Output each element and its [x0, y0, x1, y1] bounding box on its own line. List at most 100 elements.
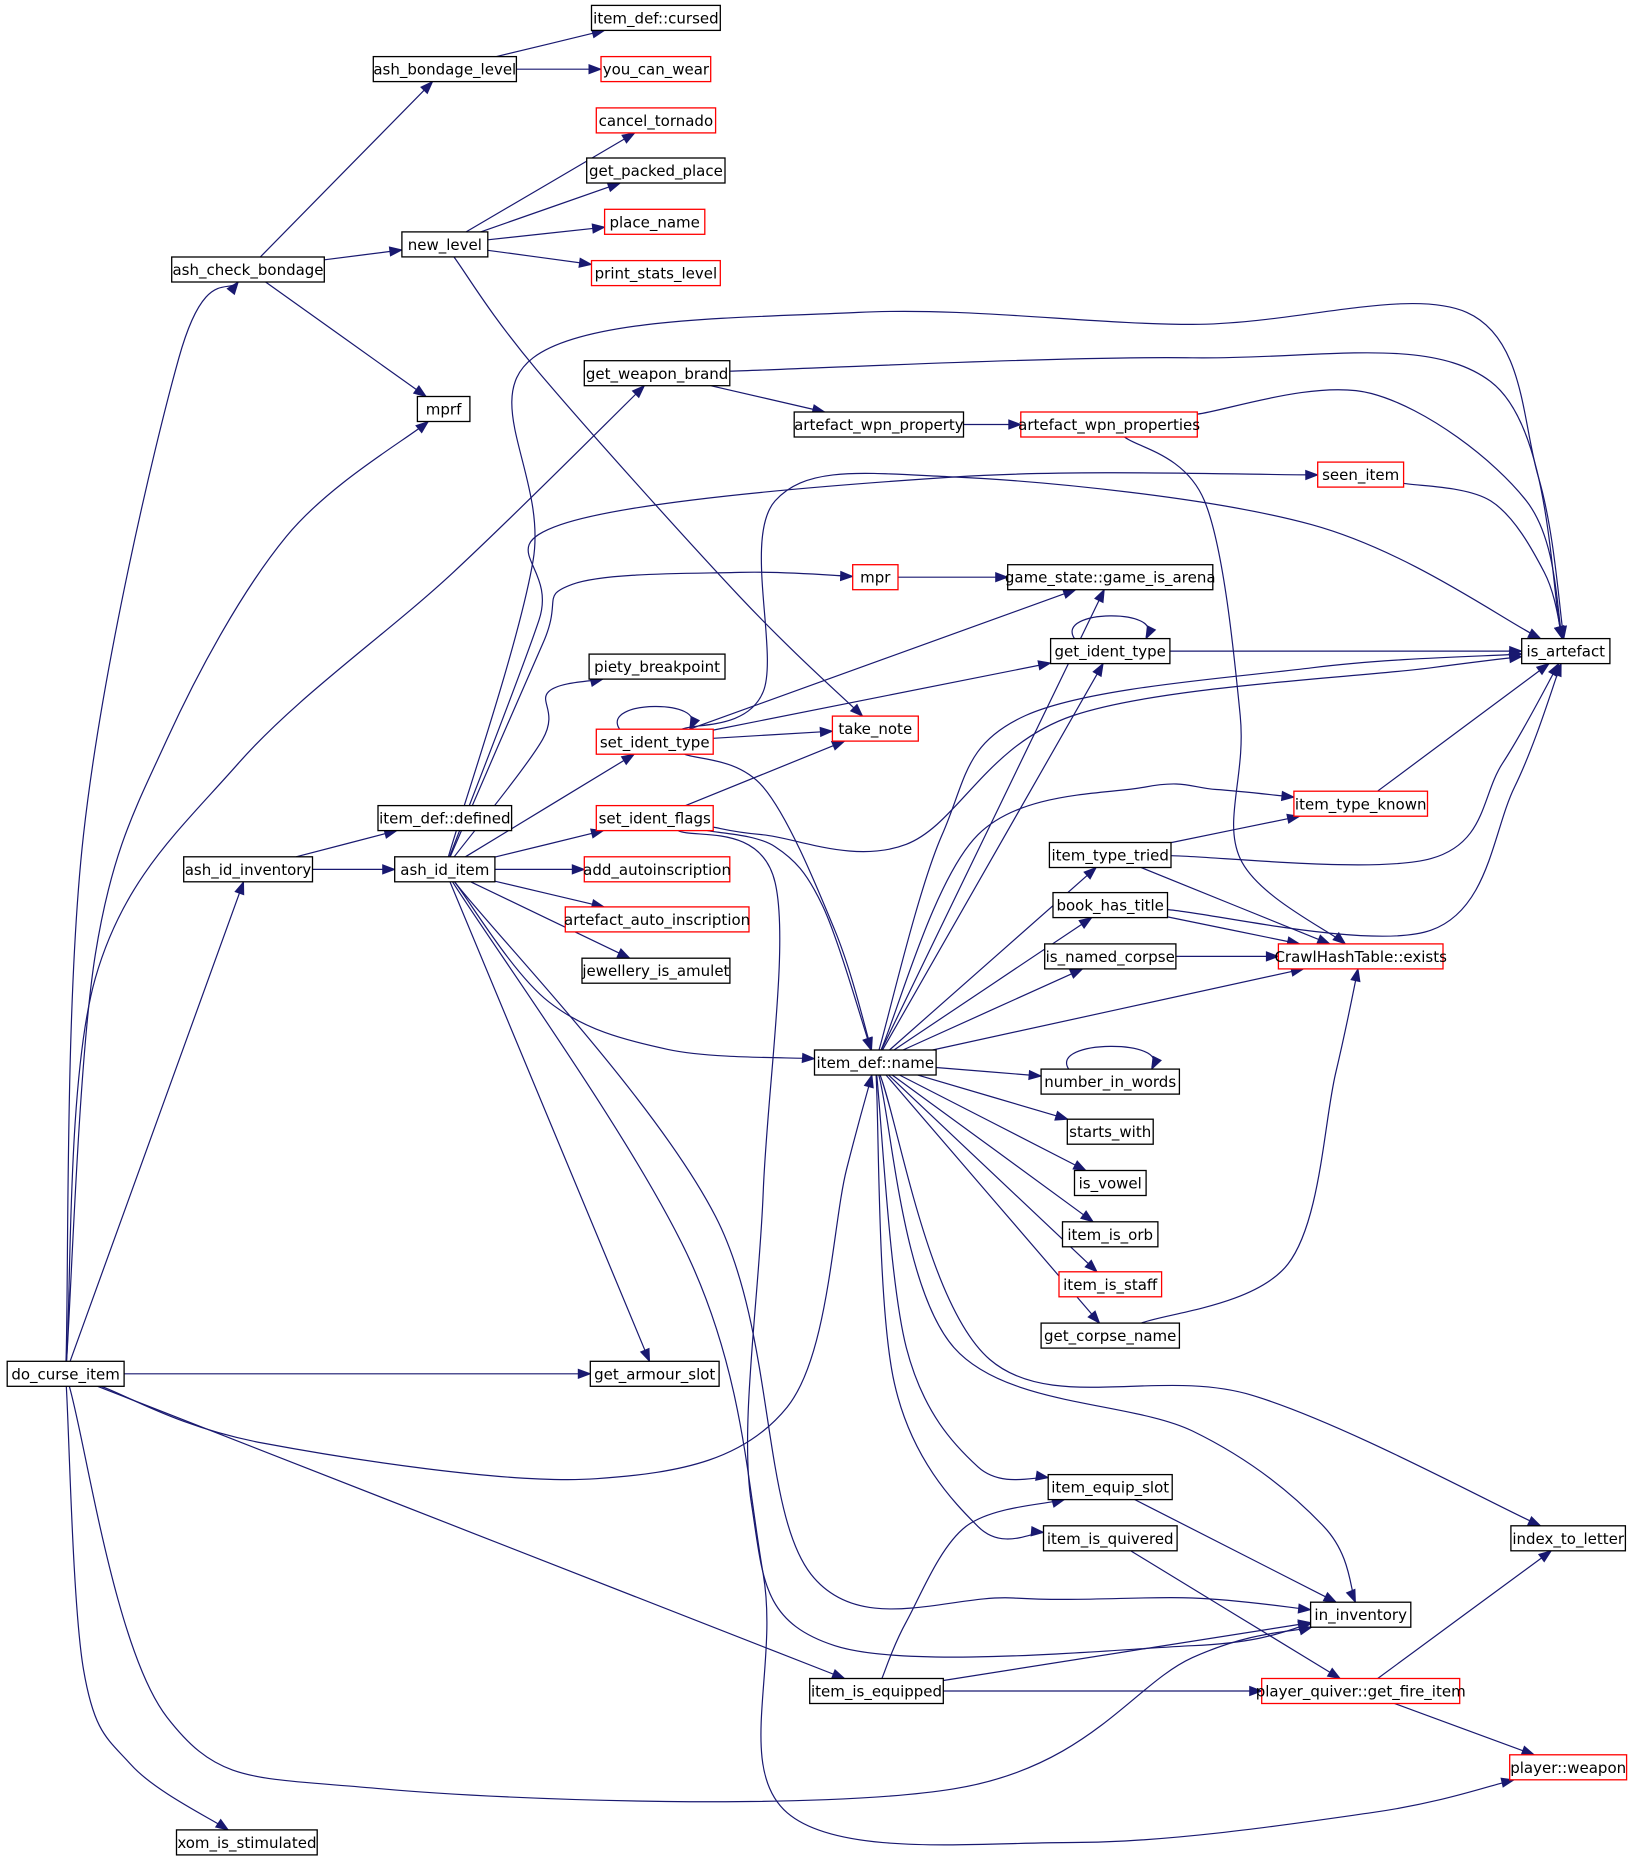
node-is-named-corpse[interactable]: is_named_corpse: [1044, 943, 1177, 970]
edge-set_ident_type-to-game_state_game_is_arena: [689, 589, 1077, 730]
edge-book_has_title-to-crawlhashtable_exists: [1167, 916, 1301, 947]
node-place-name[interactable]: place_name: [603, 208, 706, 235]
edge-item_type_tried-to-crawlhashtable_exists: [1140, 867, 1332, 945]
edge-player_quiver_get_fire_item-to-player_weapon: [1394, 1702, 1536, 1756]
node-layer: do_curse_item ash_check_bondage ash_bondag…: [6, 4, 1628, 1856]
node-game-state-game-is-arena[interactable]: game_state::game_is_arena: [1005, 564, 1216, 591]
node-ash-check-bondage[interactable]: ash_check_bondage: [171, 256, 325, 283]
node-get-weapon-brand[interactable]: get_weapon_brand: [583, 360, 731, 387]
edge-do_curse_item-to-xom_is_stimulated: [65, 1386, 230, 1831]
edge-item_is_equipped-to-in_inventory: [943, 1619, 1313, 1682]
edge-new_level-to-place_name: [487, 223, 607, 241]
node-ash-id-inventory[interactable]: ash_id_inventory: [183, 856, 314, 883]
edge-item_def_name-to-item_equip_slot: [876, 1075, 1050, 1481]
node-item-def-defined[interactable]: item_def::defined: [377, 804, 513, 832]
node-is-artefact[interactable]: is_artefact: [1521, 637, 1611, 665]
node-starts-with[interactable]: starts_with: [1066, 1118, 1154, 1145]
node-label: item_is_equipped: [811, 1683, 942, 1702]
node-add-autoinscription[interactable]: add_autoinscription: [583, 856, 731, 883]
node-label: xom_is_stimulated: [177, 1834, 316, 1853]
node-label: item_is_staff: [1063, 1276, 1158, 1295]
node-box: [809, 1677, 944, 1705]
node-item-is-staff[interactable]: item_is_staff: [1058, 1271, 1163, 1298]
edge-ash_check_bondage-to-mprf: [265, 281, 428, 398]
edge-item_def_name-to-get_ident_type: [881, 662, 1104, 1051]
edge-set_ident_type-to-take_note: [713, 726, 834, 739]
node-seen-item[interactable]: seen_item: [1317, 461, 1405, 488]
node-box: [595, 804, 714, 832]
node-box: [793, 411, 965, 438]
edge-do_curse_item-to-mprf: [65, 420, 430, 1362]
node-get-corpse-name[interactable]: get_corpse_name: [1040, 1322, 1181, 1349]
node-label: set_ident_type: [600, 733, 710, 752]
edge-ash_id_item-to-mpr: [449, 570, 855, 858]
node-ash-id-item[interactable]: ash_id_item: [394, 856, 496, 883]
edge-artefact_wpn_property-to-artefact_wpn_properties: [963, 419, 1023, 430]
node-get-packed-place[interactable]: get_packed_place: [586, 157, 726, 184]
node-is-vowel[interactable]: is_vowel: [1073, 1169, 1147, 1197]
node-box: [581, 957, 731, 984]
node-box: [416, 395, 471, 423]
node-box: [1073, 1169, 1147, 1197]
node-xom-is-stimulated[interactable]: xom_is_stimulated: [175, 1829, 318, 1856]
edge-item_def_name-to-is_vowel: [899, 1074, 1088, 1172]
node-item-def-cursed[interactable]: item_def::cursed: [590, 4, 721, 32]
node-set-ident-type[interactable]: set_ident_type: [595, 728, 714, 755]
node-player-weapon[interactable]: player::weapon: [1509, 1754, 1628, 1781]
edge-player_quiver_get_fire_item-to-index_to_letter: [1377, 1550, 1553, 1679]
node-box: [590, 259, 721, 287]
node-new-level[interactable]: new_level: [401, 231, 489, 258]
node-item-equip-slot[interactable]: item_equip_slot: [1047, 1473, 1173, 1501]
node-label: place_name: [609, 213, 699, 232]
node-jewellery-is-amulet[interactable]: jewellery_is_amulet: [581, 957, 731, 984]
edge-item_is_quivered-to-player_quiver_get_fire_item: [1130, 1550, 1342, 1680]
node-crawlhashtable-exists[interactable]: CrawlHashTable::exists: [1274, 943, 1447, 970]
node-index-to-letter[interactable]: index_to_letter: [1510, 1525, 1627, 1552]
node-mpr[interactable]: mpr: [852, 564, 899, 591]
node-piety-breakpoint[interactable]: piety_breakpoint: [588, 653, 726, 680]
node-item-def-name[interactable]: item_def::name: [813, 1049, 937, 1076]
node-ash-bondage-level[interactable]: ash_bondage_level: [372, 55, 518, 83]
node-box: [595, 728, 714, 755]
edge-do_curse_item-to-ash_id_inventory: [69, 880, 245, 1362]
node-label: cancel_tornado: [599, 112, 713, 131]
node-label: starts_with: [1069, 1123, 1151, 1142]
node-get-armour-slot[interactable]: get_armour_slot: [589, 1360, 720, 1387]
node-box: [175, 1829, 318, 1856]
node-get-ident-type[interactable]: get_ident_type: [1049, 637, 1171, 665]
node-box: [852, 564, 899, 591]
node-book-has-title[interactable]: book_has_title: [1052, 891, 1169, 919]
edge-new_level-to-print_stats_level: [487, 249, 593, 268]
node-label: take_note: [838, 720, 912, 739]
edge-do_curse_item-to-get_weapon_brand: [65, 384, 646, 1362]
node-player-quiver-get-fire-item[interactable]: player_quiver::get_fire_item: [1256, 1677, 1466, 1705]
node-box: [1293, 790, 1429, 817]
node-item-is-equipped[interactable]: item_is_equipped: [809, 1677, 944, 1705]
node-cancel-tornado[interactable]: cancel_tornado: [595, 107, 717, 134]
node-item-type-known[interactable]: item_type_known: [1293, 790, 1429, 817]
node-artefact-wpn-property[interactable]: artefact_wpn_property: [793, 411, 965, 438]
node-artefact-auto-inscription[interactable]: artefact_auto_inscription: [564, 906, 750, 933]
node-label: get_packed_place: [589, 162, 723, 181]
node-you-can-wear[interactable]: you_can_wear: [600, 55, 712, 83]
edge-ash_id_item-to-artefact_auto_inscription: [494, 880, 606, 910]
node-in-inventory[interactable]: in_inventory: [1309, 1601, 1412, 1628]
node-set-ident-flags[interactable]: set_ident_flags: [595, 804, 714, 832]
node-mprf[interactable]: mprf: [416, 395, 471, 423]
node-item-is-quivered[interactable]: item_is_quivered: [1042, 1525, 1178, 1552]
node-number-in-words[interactable]: number_in_words: [1040, 1068, 1181, 1095]
node-take-note[interactable]: take_note: [831, 715, 919, 742]
node-print-stats-level[interactable]: print_stats_level: [590, 259, 721, 287]
node-artefact-wpn-properties[interactable]: artefact_wpn_properties: [1018, 411, 1200, 438]
node-label: item_type_known: [1295, 795, 1427, 814]
node-box: [590, 4, 721, 32]
edge-item_def_name-to-get_corpse_name: [885, 1074, 1101, 1325]
node-box: [589, 1360, 720, 1387]
node-item-is-orb[interactable]: item_is_orb: [1061, 1221, 1159, 1248]
edge-set_ident_type-to-set_ident_type: [616, 705, 701, 731]
node-label: index_to_letter: [1512, 1530, 1624, 1549]
edge-item_is_equipped-to-item_equip_slot: [881, 1497, 1066, 1679]
node-label: artefact_auto_inscription: [564, 911, 750, 930]
node-do-curse-item[interactable]: do_curse_item: [6, 1360, 125, 1387]
node-item-type-tried[interactable]: item_type_tried: [1048, 841, 1172, 869]
